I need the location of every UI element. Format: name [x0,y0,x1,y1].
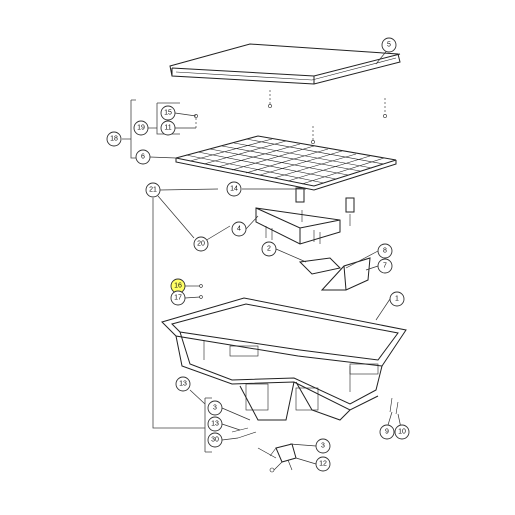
svg-text:5: 5 [387,42,391,49]
svg-text:18: 18 [110,136,118,143]
callout-12[interactable]: 12 [315,456,331,472]
svg-text:8: 8 [383,248,387,255]
svg-text:30: 30 [211,437,219,444]
svg-text:9: 9 [385,429,389,436]
callout-20[interactable]: 20 [193,236,209,252]
part-bracket[interactable] [255,187,355,245]
part-motor-assembly[interactable] [257,443,297,473]
svg-text:19: 19 [137,125,145,132]
part-hopper[interactable] [161,297,407,421]
svg-text:4: 4 [237,226,241,233]
svg-text:7: 7 [383,263,387,270]
svg-text:12: 12 [319,461,327,468]
svg-text:1: 1 [395,296,399,303]
callout-18[interactable]: 18 [106,131,122,147]
callout-19[interactable]: 19 [133,120,149,136]
svg-text:2: 2 [267,246,271,253]
callout-30[interactable]: 30 [207,432,223,448]
callout-21[interactable]: 21 [145,182,161,198]
callout-17[interactable]: 17 [170,290,186,306]
callout-5[interactable]: 5 [381,37,397,53]
callout-6[interactable]: 6 [135,149,151,165]
svg-text:17: 17 [174,295,182,302]
part-grate[interactable] [175,135,397,191]
svg-text:21: 21 [149,187,157,194]
callout-3-left[interactable]: 3 [207,400,223,416]
svg-text:6: 6 [141,154,145,161]
callout-9[interactable]: 9 [379,424,395,440]
svg-text:16: 16 [174,283,182,290]
lid-fasteners [194,90,387,144]
callout-7[interactable]: 7 [377,258,393,274]
svg-text:20: 20 [197,241,205,248]
callout-1[interactable]: 1 [389,291,405,307]
callout-3-right[interactable]: 3 [315,438,331,454]
part-deflector-left[interactable] [298,257,342,275]
callout-15[interactable]: 15 [160,105,176,121]
callout-2[interactable]: 2 [261,241,277,257]
part-lid[interactable] [169,43,401,85]
callout-4[interactable]: 4 [231,221,247,237]
svg-text:11: 11 [164,125,171,132]
svg-text:13: 13 [179,381,187,388]
callout-13-bracket[interactable]: 13 [207,416,223,432]
svg-text:15: 15 [164,110,172,117]
callout-10[interactable]: 10 [394,424,410,440]
svg-text:13: 13 [211,421,219,428]
svg-text:3: 3 [213,405,217,412]
callout-8[interactable]: 8 [377,243,393,259]
callout-13-left[interactable]: 13 [175,376,191,392]
svg-text:14: 14 [230,186,238,193]
callout-11[interactable]: 11 [160,120,176,136]
callout-14[interactable]: 14 [226,181,242,197]
svg-text:10: 10 [398,429,406,436]
svg-text:3: 3 [321,443,325,450]
